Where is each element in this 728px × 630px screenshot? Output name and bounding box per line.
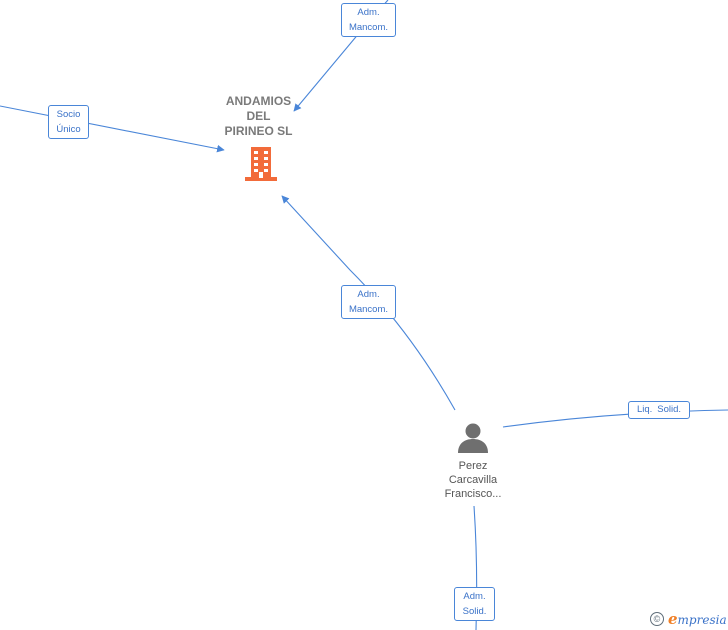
edge-left [0,105,225,153]
company-name[interactable]: ANDAMIOS DEL PIRINEO SL [224,94,293,138]
edge-label-left[interactable]: Socio Único [48,105,89,139]
building-icon[interactable] [244,145,278,181]
edge-label-top[interactable]: Adm. Mancom. [341,3,396,37]
person-name[interactable]: Perez Carcavilla Francisco... [444,460,502,500]
brand-logo: empresia [668,610,727,628]
copyright-icon: © [650,612,664,626]
empresia-watermark: © empresia [650,609,727,629]
person-icon[interactable] [456,422,490,454]
edge-label-bottom[interactable]: Adm. Solid. [454,587,495,621]
edge-label-right[interactable]: Liq. Solid. [628,401,690,419]
edge-right [502,409,728,428]
edge-label-middle[interactable]: Adm. Mancom. [341,285,396,319]
edge-middle [281,195,456,411]
